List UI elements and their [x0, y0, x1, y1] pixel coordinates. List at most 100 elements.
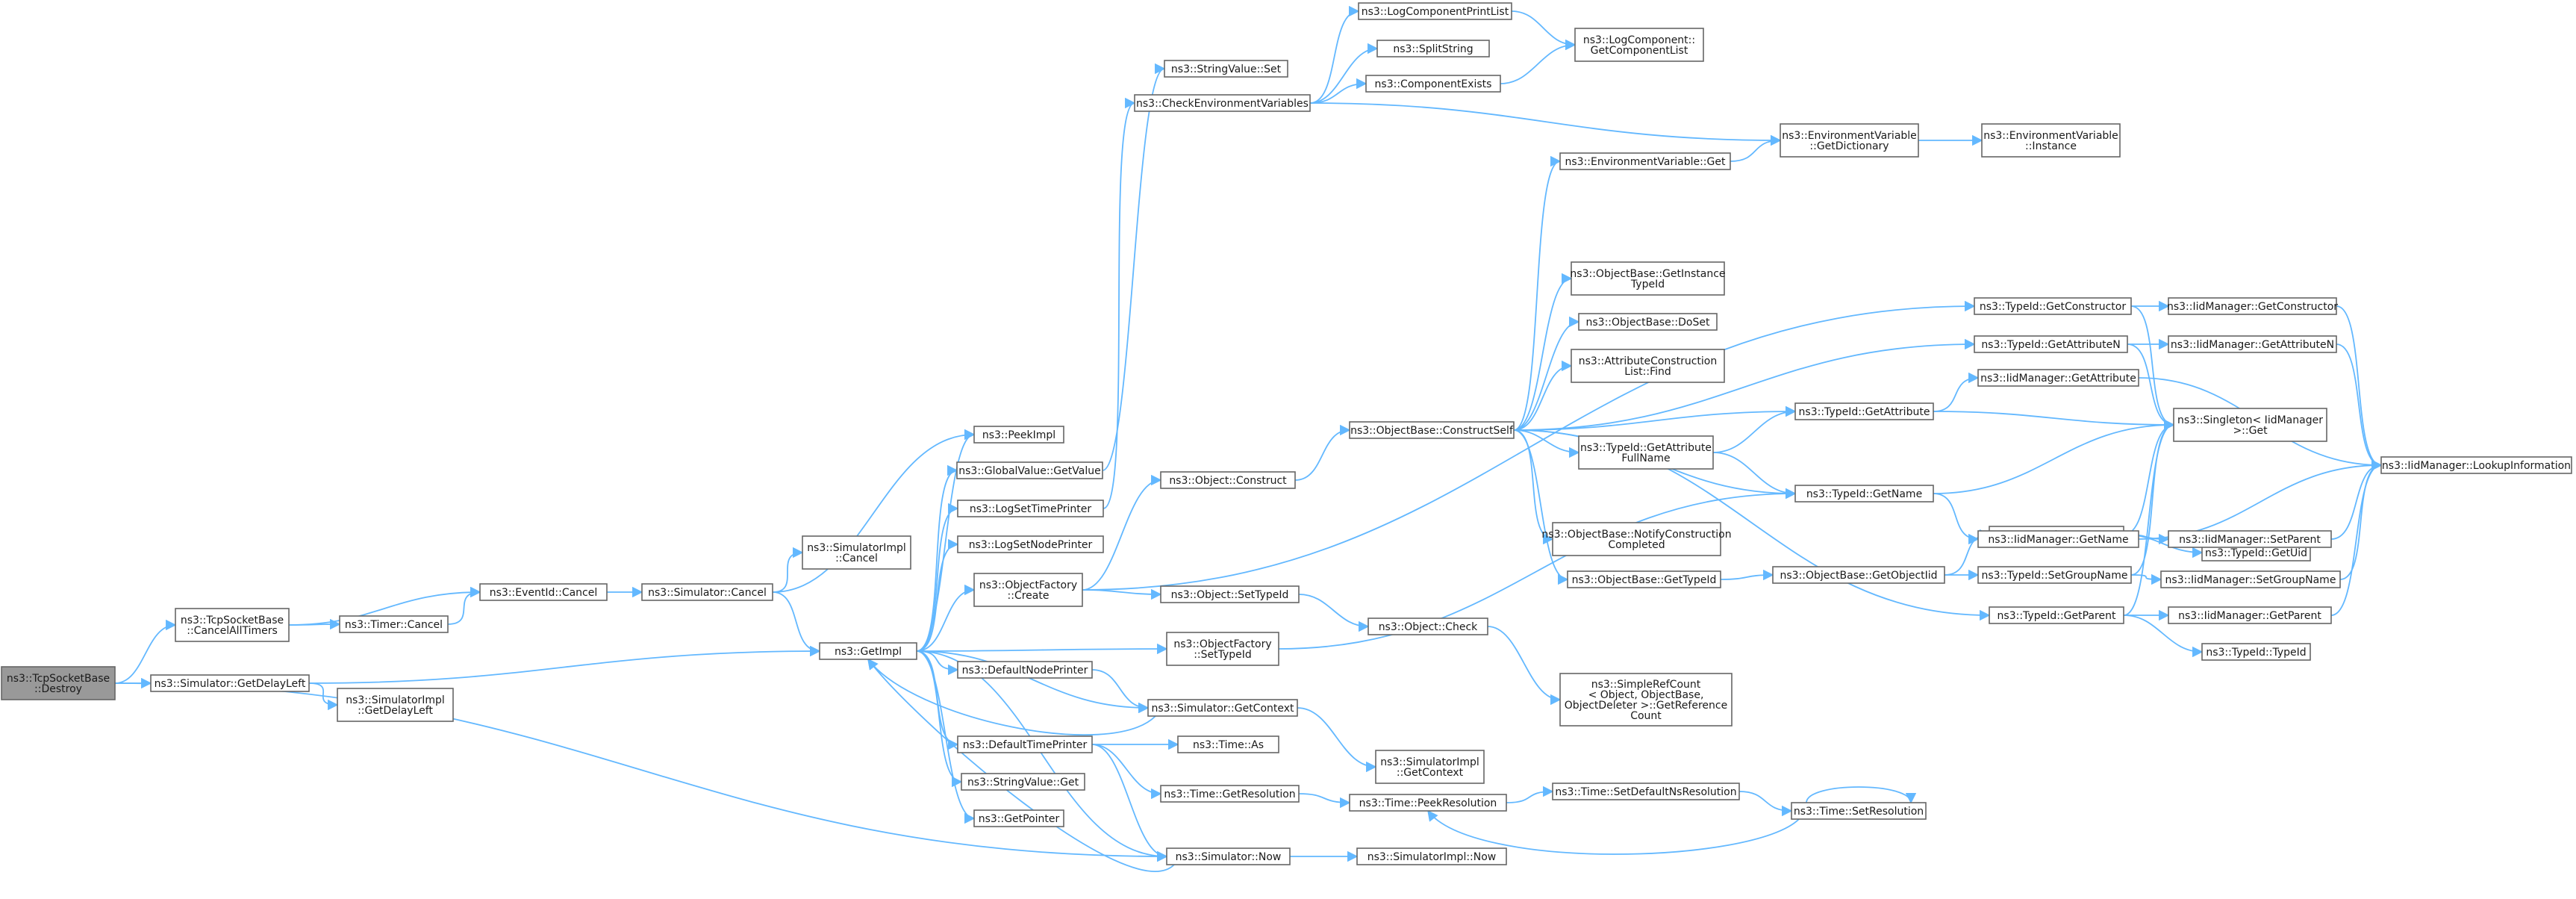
node-iidGetAttribute[interactable]: ns3::IidManager::GetAttribute — [1977, 369, 2139, 387]
node-objSetTypeId[interactable]: ns3::Object::SetTypeId — [1160, 585, 1300, 603]
node-objFactoryCreate[interactable]: ns3::ObjectFactory::Create — [973, 573, 1083, 607]
node-label: ::GetContext — [1397, 767, 1464, 779]
node-timeSetDefaultNsResolution[interactable]: ns3::Time::SetDefaultNsResolution — [1552, 783, 1740, 800]
node-objFactorySetTypeId[interactable]: ns3::ObjectFactory::SetTypeId — [1166, 632, 1279, 666]
node-timePeekResolution[interactable]: ns3::Time::PeekResolution — [1349, 794, 1507, 812]
node-envVarInstance[interactable]: ns3::EnvironmentVariable::Instance — [1981, 123, 2121, 158]
node-objBaseGetObjectIid[interactable]: ns3::ObjectBase::GetObjectIid — [1772, 566, 1945, 584]
edge-typeIdGetName-to-iidGetName — [1933, 493, 1980, 545]
node-checkEnvVars[interactable]: ns3::CheckEnvironmentVariables — [1134, 94, 1311, 112]
node-iidLookupInformation[interactable]: ns3::IidManager::LookupInformation — [2380, 456, 2572, 474]
node-simImplGetDelayLeft[interactable]: ns3::SimulatorImpl::GetDelayLeft — [337, 688, 454, 722]
node-typeIdGetAttribute[interactable]: ns3::TypeId::GetAttribute — [1794, 402, 1934, 420]
node-timeAs[interactable]: ns3::Time::As — [1177, 735, 1279, 753]
edge-typeIdGetName-to-singletonGet — [1933, 419, 2175, 494]
node-box — [1772, 566, 1945, 584]
edge-iidGetParent-to-iidLookupInformation — [2330, 459, 2383, 616]
edge-iidSetGroupName-to-iidLookupInformation — [2339, 459, 2383, 580]
node-simGetContext[interactable]: ns3::Simulator::GetContext — [1147, 699, 1298, 717]
node-iidSetGroupName[interactable]: ns3::IidManager::SetGroupName — [2160, 570, 2341, 588]
node-logSetTimePrinter[interactable]: ns3::LogSetTimePrinter — [957, 500, 1104, 517]
node-defaultTimePrinter[interactable]: ns3::DefaultTimePrinter — [957, 735, 1093, 753]
node-label: ns3::StringValue::Get — [967, 777, 1079, 788]
node-logCompPrintList[interactable]: ns3::LogComponentPrintList — [1358, 2, 1512, 20]
node-simpleRefCount[interactable]: ns3::SimpleRefCount< Object, ObjectBase,… — [1559, 673, 1733, 727]
node-box — [1160, 785, 1300, 803]
node-logSetNodePrinter[interactable]: ns3::LogSetNodePrinter — [957, 535, 1104, 553]
node-label: ns3::GetPointer — [979, 813, 1060, 825]
node-box — [150, 674, 310, 692]
node-box — [175, 608, 290, 642]
node-getImpl[interactable]: ns3::GetImpl — [819, 642, 917, 660]
node-typeIdSetGroupName[interactable]: ns3::TypeId::SetGroupName — [1977, 566, 2132, 584]
node-simImplGetContext[interactable]: ns3::SimulatorImpl::GetContext — [1375, 750, 1485, 784]
node-box — [961, 773, 1085, 791]
node-typeIdGetName[interactable]: ns3::TypeId::GetName — [1794, 485, 1934, 503]
node-typeIdGetAttributeN[interactable]: ns3::TypeId::GetAttributeN — [1974, 335, 2128, 353]
node-simNow[interactable]: ns3::Simulator::Now — [1166, 847, 1291, 865]
node-iidGetAttributeN[interactable]: ns3::IidManager::GetAttributeN — [2168, 335, 2337, 353]
node-eventIdCancel[interactable]: ns3::EventId::Cancel — [479, 583, 608, 601]
node-label: ns3::DefaultNodePrinter — [962, 665, 1088, 676]
node-peekImpl[interactable]: ns3::PeekImpl — [973, 426, 1064, 444]
node-timeGetResolution[interactable]: ns3::Time::GetResolution — [1160, 785, 1300, 803]
node-box — [1552, 522, 1721, 556]
node-label: ns3::SplitString — [1393, 43, 1473, 55]
node-singletonGet[interactable]: ns3::Singleton< IidManager >::Get — [2173, 408, 2327, 442]
node-box — [479, 583, 608, 601]
node-stringValueSet[interactable]: ns3::StringValue::Set — [1164, 60, 1288, 78]
node-objCheck[interactable]: ns3::Object::Check — [1367, 618, 1488, 635]
node-label: ns3::TcpSocketBase — [181, 615, 284, 626]
node-cancelAllTimers[interactable]: ns3::TcpSocketBase::CancelAllTimers — [175, 608, 290, 642]
node-label: ns3::ObjectBase::GetTypeId — [1572, 574, 1717, 586]
edge-typeIdGetAttributeFullName-to-typeIdGetName — [1712, 452, 1797, 500]
node-typeIdTypeId[interactable]: ns3::TypeId::TypeId — [2201, 643, 2311, 661]
node-iidGetName[interactable]: ns3::IidManager::GetName — [1977, 530, 2139, 548]
node-label: Completed — [1608, 539, 1665, 551]
node-logComponentGetList[interactable]: ns3::LogComponent::GetComponentList — [1574, 28, 1704, 62]
node-destroy[interactable]: ns3::TcpSocketBase::Destroy — [1, 666, 116, 700]
node-objBaseDoSet[interactable]: ns3::ObjectBase::DoSet — [1578, 313, 1718, 331]
node-iidGetConstructor[interactable]: ns3::IidManager::GetConstructor — [2167, 297, 2338, 315]
node-timerCancel[interactable]: ns3::Timer::Cancel — [339, 615, 449, 633]
node-typeIdGetUid[interactable]: ns3::TypeId::GetUid — [2201, 544, 2311, 562]
node-objBaseNotify[interactable]: ns3::ObjectBase::NotifyConstructionCompl… — [1541, 522, 1732, 556]
node-defaultNodePrinter[interactable]: ns3::DefaultNodePrinter — [957, 661, 1093, 679]
node-getPointer[interactable]: ns3::GetPointer — [973, 809, 1064, 827]
node-splitString[interactable]: ns3::SplitString — [1376, 40, 1490, 57]
node-getDelayLeft[interactable]: ns3::Simulator::GetDelayLeft — [150, 674, 310, 692]
node-objBaseConstructSelf[interactable]: ns3::ObjectBase::ConstructSelf — [1349, 421, 1515, 439]
node-box — [1977, 369, 2139, 387]
node-typeIdGetConstructor[interactable]: ns3::TypeId::GetConstructor — [1974, 297, 2132, 315]
edge-envVarGet-to-envVarGetDictionary — [1730, 134, 1782, 162]
node-envVarGetDictionary[interactable]: ns3::EnvironmentVariable::GetDictionary — [1780, 123, 1919, 158]
node-label: ns3::DefaultTimePrinter — [963, 739, 1088, 751]
edge-simCancel-to-getImpl — [772, 591, 821, 657]
node-simImplNow[interactable]: ns3::SimulatorImpl::Now — [1356, 847, 1507, 865]
node-label: ns3::SimulatorImpl — [346, 694, 445, 706]
edge-timeSetDefaultNsResolution-to-timeSetResolution — [1738, 791, 1793, 817]
node-iidGetParent[interactable]: ns3::IidManager::GetParent — [2168, 606, 2332, 624]
node-objBaseGetTypeId[interactable]: ns3::ObjectBase::GetTypeId — [1567, 570, 1721, 588]
node-timeSetResolution[interactable]: ns3::Time::SetResolution — [1791, 802, 1927, 820]
node-label: ns3::LogSetNodePrinter — [969, 539, 1093, 551]
node-label: ns3::Singleton< IidManager — [2177, 414, 2323, 426]
node-iidSetParent[interactable]: ns3::IidManager::SetParent — [2168, 530, 2332, 548]
node-envVarGet[interactable]: ns3::EnvironmentVariable::Get — [1559, 152, 1731, 170]
node-stringValueGet[interactable]: ns3::StringValue::Get — [961, 773, 1085, 791]
node-layer: ns3::TcpSocketBase::Destroy ns3::TcpSocke… — [1, 2, 2572, 865]
node-box — [1977, 566, 2132, 584]
node-simImplCancel[interactable]: ns3::SimulatorImpl::Cancel — [802, 535, 911, 570]
node-label: ns3::Simulator::Cancel — [648, 587, 767, 599]
edge-objBaseConstructSelf-to-objBaseGetTypeId — [1513, 429, 1569, 585]
node-typeIdGetParent[interactable]: ns3::TypeId::GetParent — [1989, 606, 2124, 624]
node-componentExists[interactable]: ns3::ComponentExists — [1365, 75, 1501, 93]
node-globalGetValue[interactable]: ns3::GlobalValue::GetValue — [956, 461, 1103, 479]
node-box — [1559, 152, 1731, 170]
node-simCancel[interactable]: ns3::Simulator::Cancel — [641, 583, 773, 601]
node-objConstruct[interactable]: ns3::Object::Construct — [1160, 471, 1296, 489]
edge-simCancel-to-peekImpl — [772, 429, 976, 593]
